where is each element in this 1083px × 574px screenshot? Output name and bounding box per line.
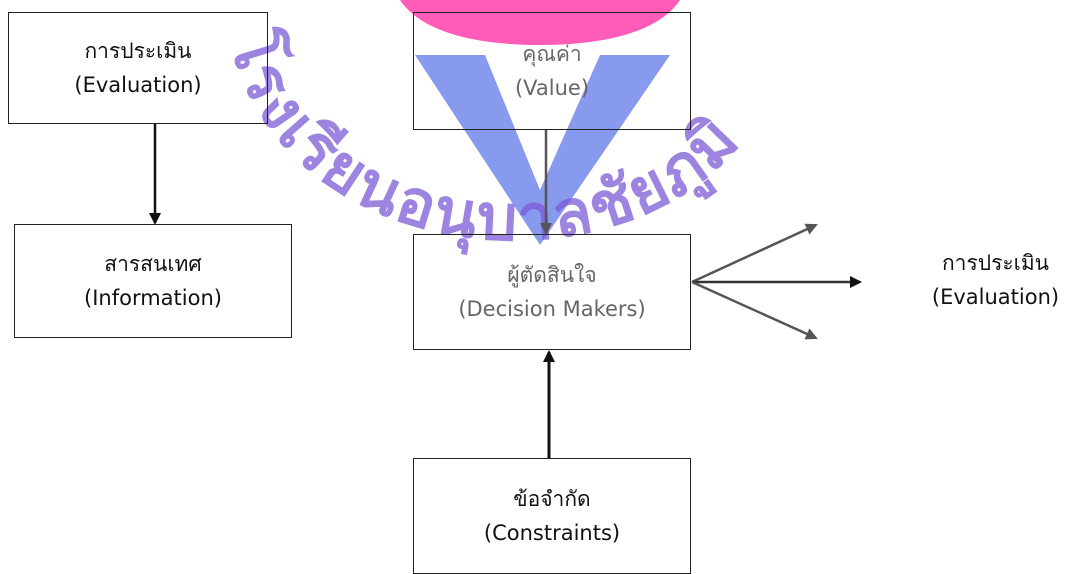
information-box: สารสนเทศ (Information) [14,224,292,338]
decision-makers-english: (Decision Makers) [458,297,646,321]
evaluation-output-label: การประเมิน (Evaluation) [908,228,1083,332]
value-thai: คุณค่า [522,42,582,66]
constraints-thai: ข้อจำกัด [513,487,591,511]
evaluation-input-english: (Evaluation) [74,73,202,97]
evaluation-input-thai: การประเมิน [84,39,192,63]
arrow-decision-makers-up [691,223,818,284]
value-english: (Value) [514,76,590,100]
arrow-decision-makers-down [691,280,818,340]
information-thai: สารสนเทศ [104,252,202,276]
decision-makers-thai: ผู้ตัดสินใจ [507,263,597,287]
evaluation-input-box: การประเมิน (Evaluation) [8,12,268,124]
decision-makers-box: ผู้ตัดสินใจ (Decision Makers) [413,234,691,350]
evaluation-output-english: (Evaluation) [931,285,1060,309]
evaluation-output-thai: การประเมิน [941,251,1050,275]
value-box: คุณค่า (Value) [413,12,691,130]
information-english: (Information) [84,286,222,310]
constraints-english: (Constraints) [483,521,621,545]
constraints-box: ข้อจำกัด (Constraints) [413,458,691,574]
